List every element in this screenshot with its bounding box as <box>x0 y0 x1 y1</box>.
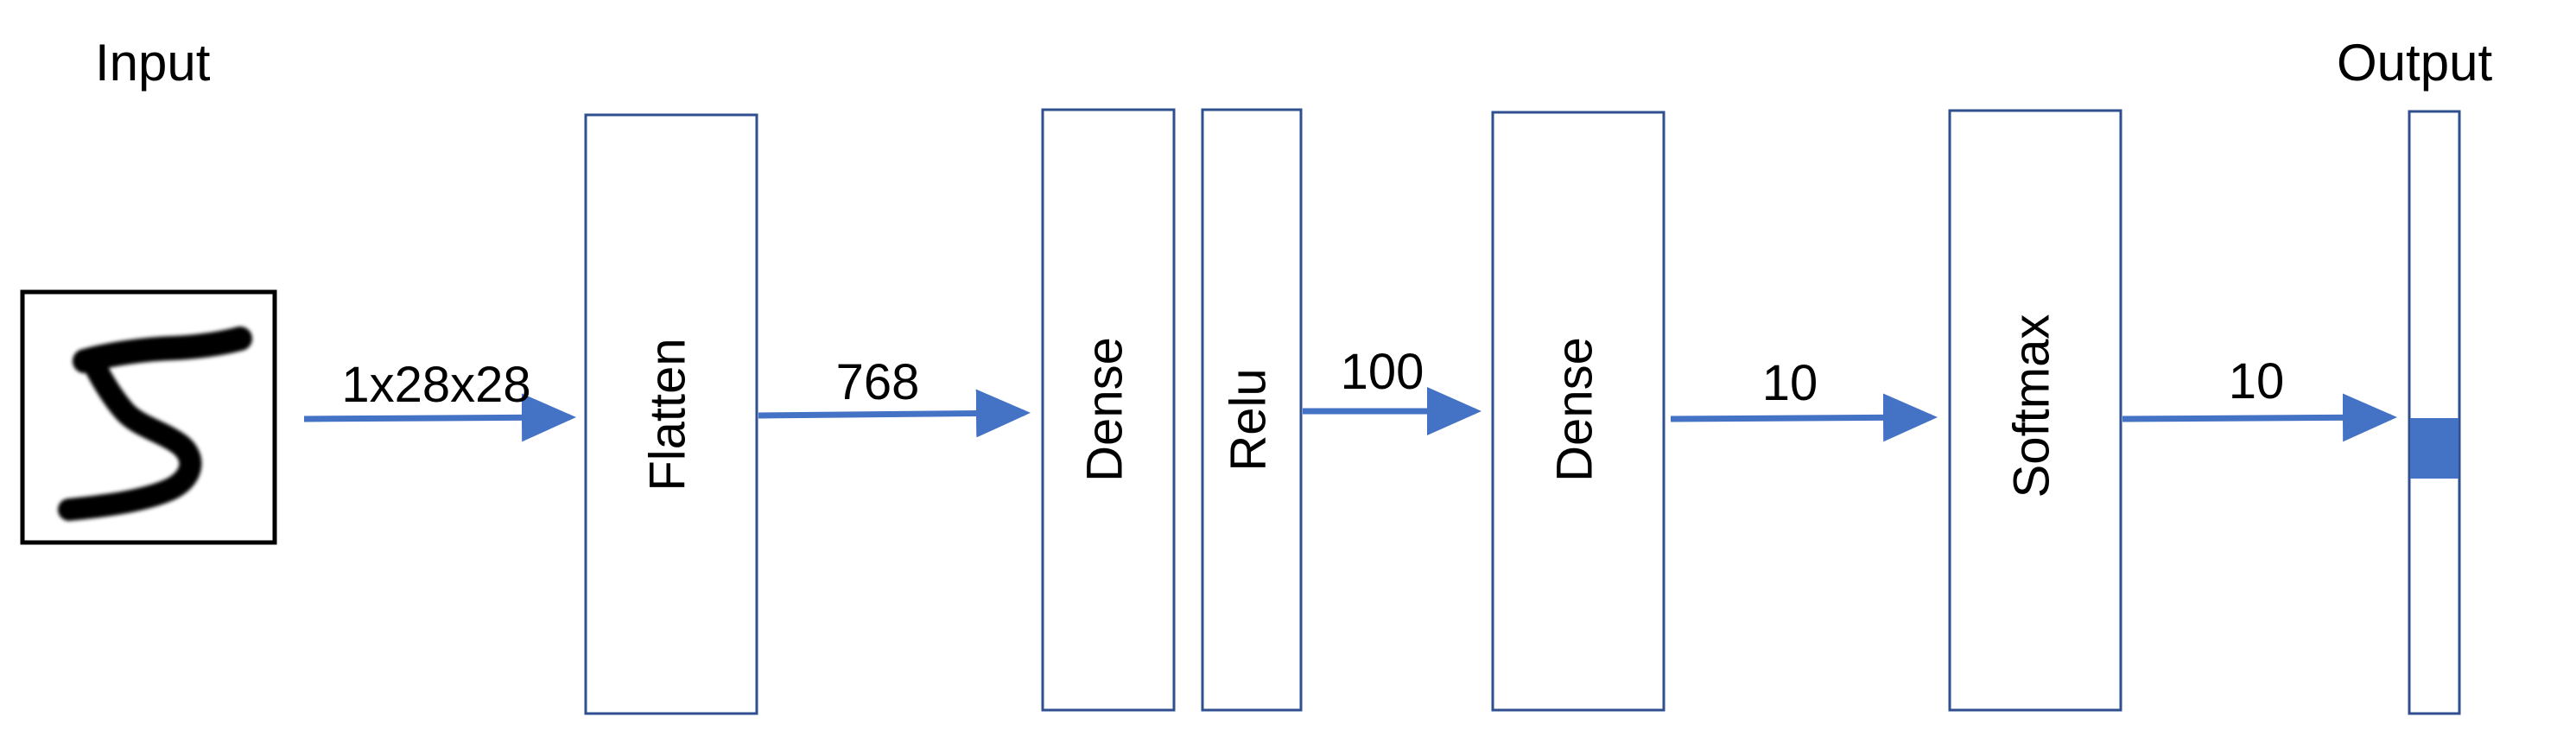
edge-label-1x28x28: 1x28x28 <box>341 357 530 413</box>
input-label: Input <box>95 34 211 92</box>
dense-layer-1-label: Dense <box>1076 337 1133 482</box>
edge-label-10-dense: 10 <box>1762 355 1818 411</box>
output-label: Output <box>2337 34 2493 92</box>
edge-label-10-softmax: 10 <box>2229 353 2285 409</box>
arrow-flatten-to-dense <box>758 389 1031 438</box>
dense-layer-2-label: Dense <box>1546 337 1602 482</box>
flatten-layer-box <box>584 113 758 715</box>
output-vector <box>2408 110 2461 715</box>
relu-layer-box <box>1201 108 1303 712</box>
edge-label-768: 768 <box>836 354 920 410</box>
input-image <box>20 289 277 545</box>
arrow-input-to-flatten <box>303 393 576 442</box>
output-highlight-cell <box>2410 418 2459 479</box>
softmax-layer-label: Softmax <box>2003 314 2059 498</box>
arrow-dense-to-softmax <box>1670 393 1938 442</box>
relu-layer-label: Relu <box>1220 368 1276 471</box>
softmax-layer-box <box>1948 109 2122 712</box>
arrow-softmax-to-output <box>2122 393 2397 442</box>
flatten-layer-label: Flatten <box>639 338 695 491</box>
edge-label-100: 100 <box>1341 344 1424 400</box>
dense-layer-1-box <box>1041 108 1176 712</box>
dense-layer-2-box <box>1491 111 1666 712</box>
handwritten-digit-five-icon <box>58 327 252 521</box>
